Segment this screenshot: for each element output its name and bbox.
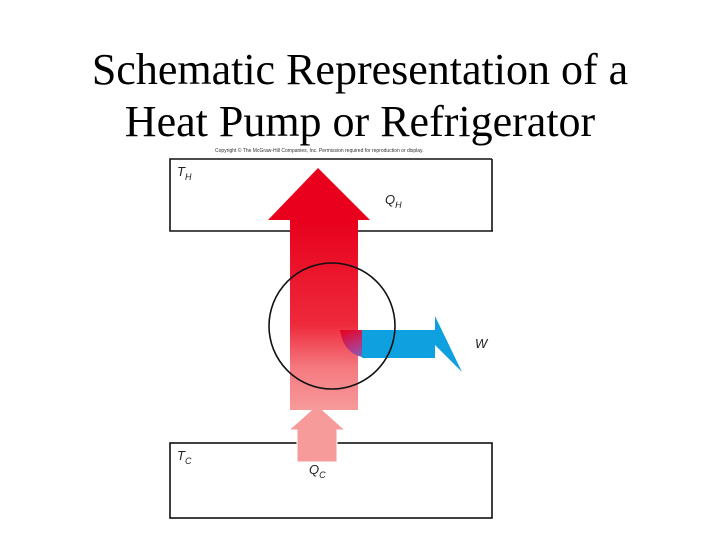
title-line-1: Schematic Representation of a <box>91 45 629 94</box>
work-label: W <box>475 336 489 351</box>
copyright-notice: Copyright © The McGraw-Hill Companies, I… <box>215 148 424 154</box>
device-circle <box>268 262 396 390</box>
cold-reservoir-label: TC <box>177 448 192 466</box>
heat-out-arrowhead <box>268 168 370 220</box>
heat-in-arrow <box>287 404 347 463</box>
page-title: Schematic Representation of a Heat Pump … <box>0 44 720 148</box>
heat-out-arrow-top <box>290 215 358 225</box>
heat-out-label: QH <box>385 192 402 210</box>
heat-in-label: QC <box>309 462 326 480</box>
hot-reservoir-label: TH <box>177 164 192 182</box>
heat-flow-shaft <box>290 220 358 410</box>
work-arrow <box>362 316 462 372</box>
title-line-2: Heat Pump or Refrigerator <box>124 97 596 146</box>
